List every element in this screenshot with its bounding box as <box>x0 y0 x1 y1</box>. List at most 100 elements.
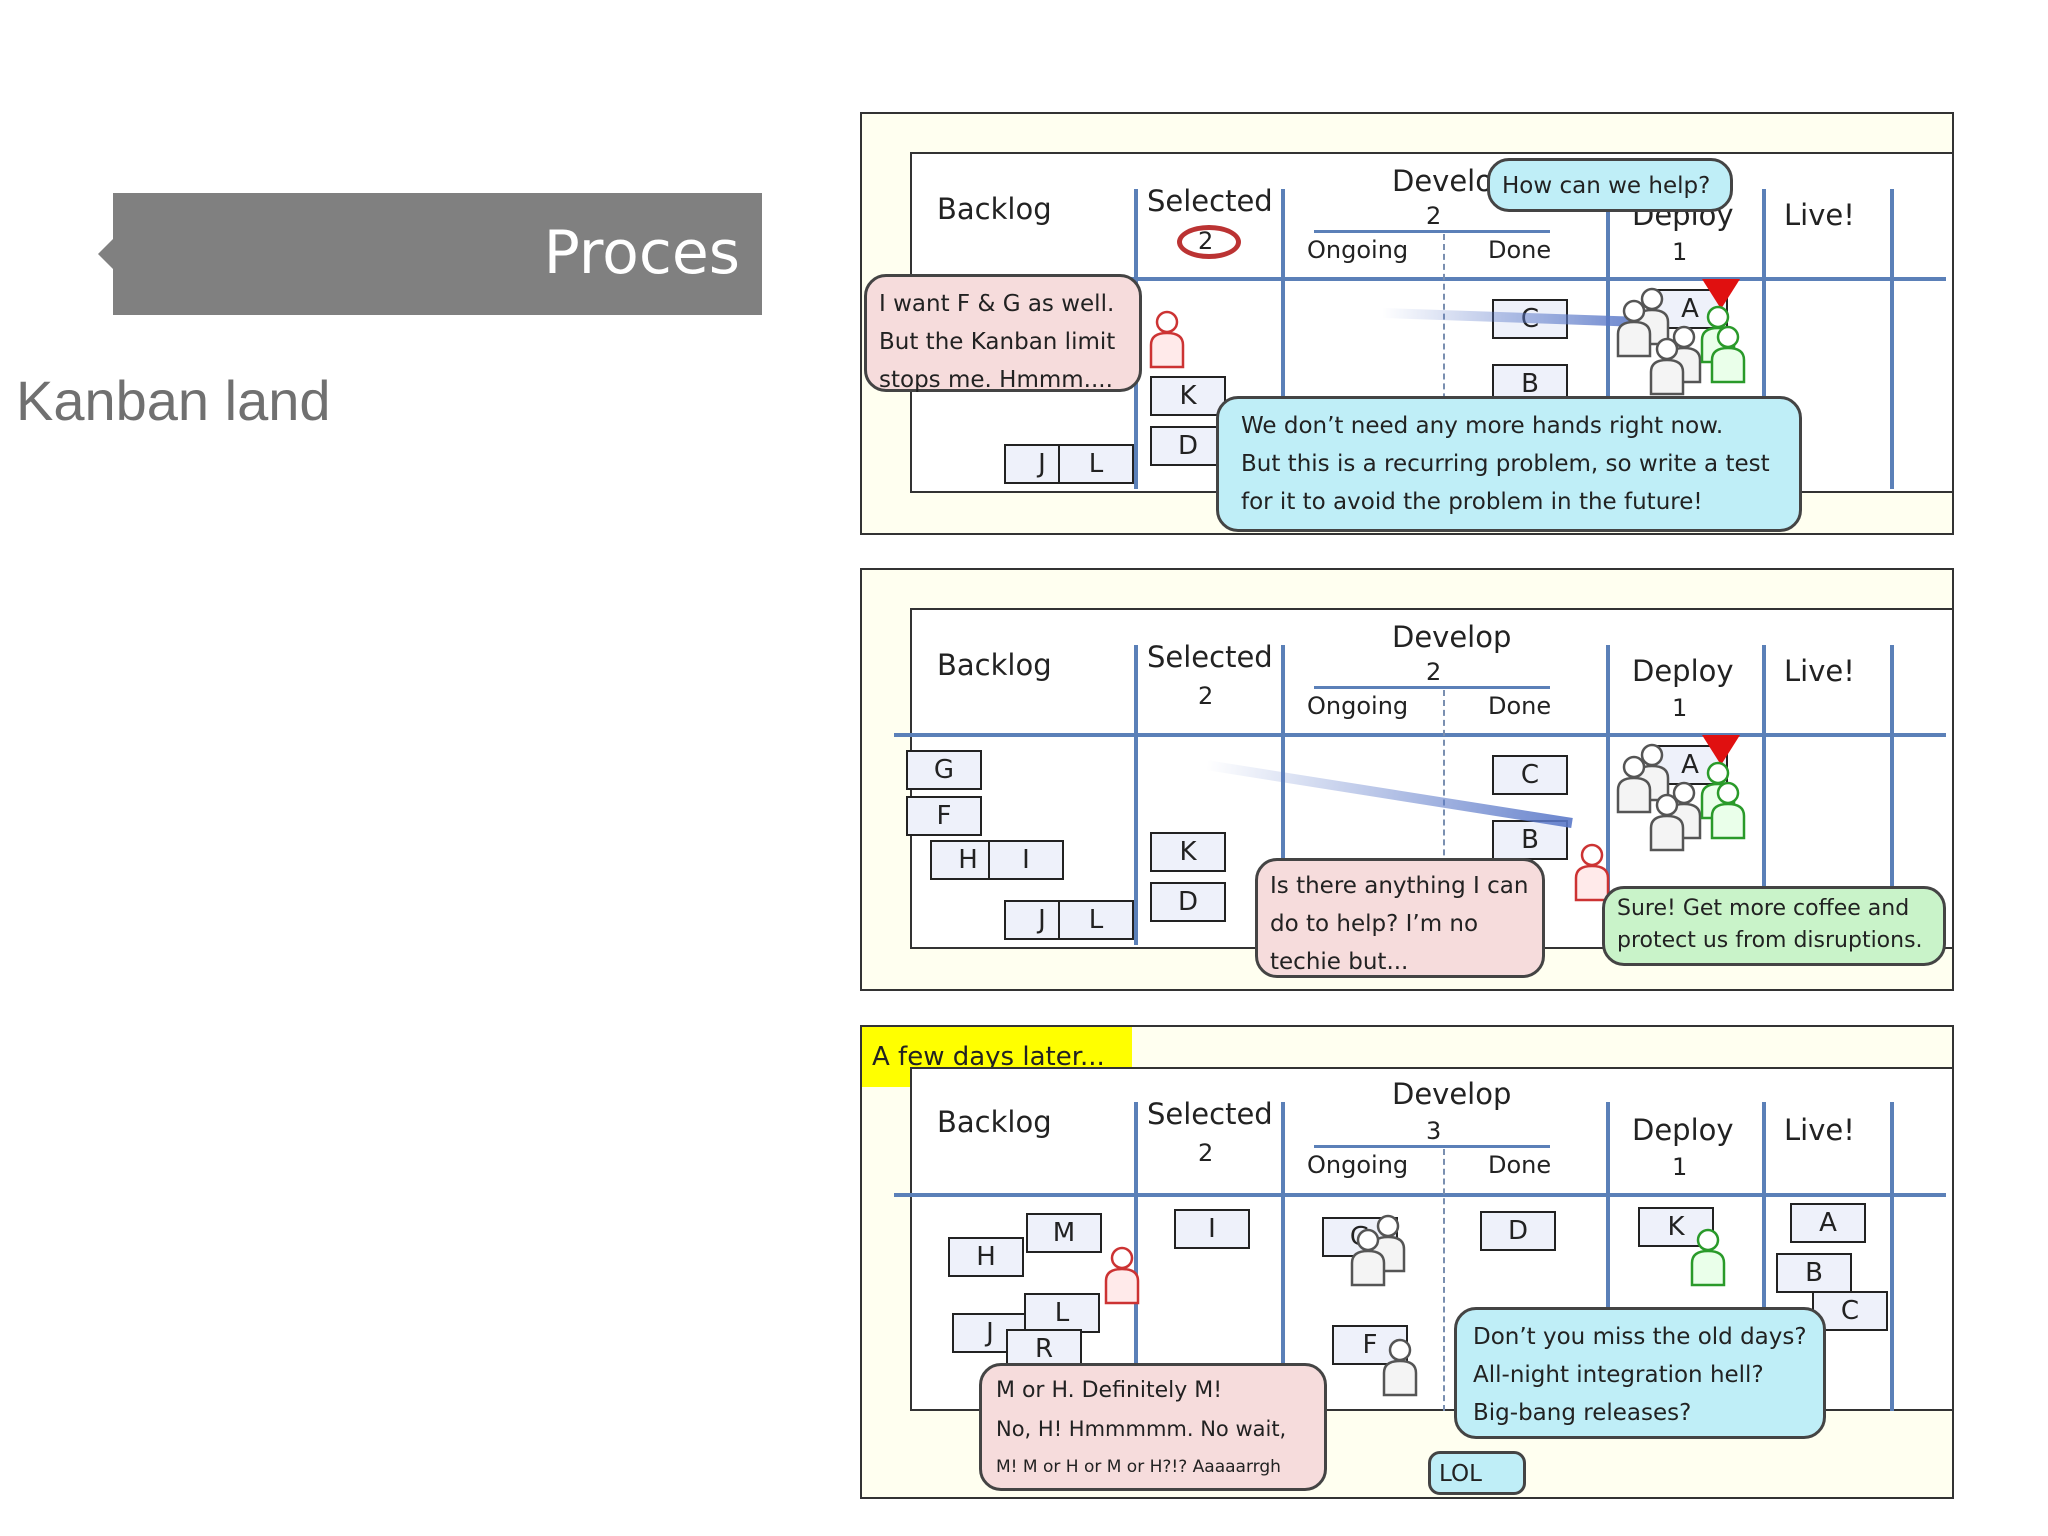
column-divider <box>1134 645 1138 945</box>
header-selected: Selected <box>1147 640 1273 674</box>
bubble-line: do to help? I’m no <box>1270 911 1479 937</box>
warning-icon <box>1702 735 1740 765</box>
comic-panel-3: A few days later... Backlog Selected 2 D… <box>860 1025 1954 1499</box>
header-develop: Develop <box>1392 1077 1512 1111</box>
header-develop: Develop <box>1392 620 1512 654</box>
ops-person-icon <box>1708 780 1748 840</box>
header-line <box>894 1193 1946 1197</box>
bubble-line: Big-bang releases? <box>1473 1400 1692 1426</box>
develop-limit: 3 <box>1426 1117 1442 1145</box>
bubble-line: All-night integration hell? <box>1473 1362 1764 1388</box>
header-ongoing: Ongoing <box>1307 236 1409 264</box>
ops-person-icon <box>1688 1227 1728 1287</box>
card-d: D <box>1150 426 1226 466</box>
ongoing-done-divider <box>1443 234 1445 489</box>
bubble-line: But the Kanban limit <box>879 329 1116 355</box>
bubble-line: How can we help? <box>1502 173 1711 199</box>
develop-subline <box>1314 686 1550 689</box>
deploy-limit: 1 <box>1672 238 1688 266</box>
bubble-line: protect us from disruptions. <box>1617 928 1923 953</box>
header-backlog: Backlog <box>937 648 1052 682</box>
bubble-line: M or H. Definitely M! <box>996 1378 1223 1403</box>
speech-bubble-team: Don’t you miss the old days? All-night i… <box>1454 1307 1826 1439</box>
comic-panel-2: Backlog Selected 2 Develop 2 Ongoing Don… <box>860 568 1954 991</box>
selected-limit: 2 <box>1198 682 1214 710</box>
card-f: F <box>906 796 982 836</box>
speech-bubble-po: M or H. Definitely M! No, H! Hmmmmm. No … <box>979 1363 1327 1491</box>
bubble-line: No, H! Hmmmmm. No wait, <box>996 1417 1287 1441</box>
selected-limit: 2 <box>1198 227 1214 255</box>
speech-bubble-team-answer: We don’t need any more hands right now. … <box>1216 396 1802 532</box>
card-c: C <box>1492 755 1568 795</box>
bubble-line: I want F & G as well. <box>879 291 1115 317</box>
limit-circle <box>1177 225 1241 259</box>
header-backlog: Backlog <box>937 192 1052 226</box>
speech-bubble-po: Is there anything I can do to help? I’m … <box>1255 858 1545 978</box>
bubble-line: Is there anything I can <box>1270 873 1529 899</box>
column-divider <box>1890 189 1894 489</box>
column-divider <box>1281 1102 1285 1411</box>
card-l: L <box>1058 444 1134 484</box>
header-done: Done <box>1488 692 1552 720</box>
header-deploy: Deploy <box>1632 654 1734 688</box>
column-divider <box>1762 645 1766 945</box>
develop-limit: 2 <box>1426 658 1442 686</box>
header-done: Done <box>1488 236 1552 264</box>
bubble-line: We don’t need any more hands right now. <box>1241 413 1724 439</box>
column-divider <box>1606 645 1610 945</box>
card-a: A <box>1790 1203 1866 1243</box>
header-deploy: Deploy <box>1632 1113 1734 1147</box>
header-line <box>894 277 1946 281</box>
developer-icon <box>1647 336 1687 396</box>
ops-person-icon <box>1708 324 1748 384</box>
bubble-line: stops me. Hmmm.... <box>879 367 1113 393</box>
develop-limit: 2 <box>1426 202 1442 230</box>
column-divider <box>1762 189 1766 489</box>
develop-subline <box>1314 230 1550 233</box>
bubble-line: for it to avoid the problem in the futur… <box>1241 489 1703 515</box>
warning-icon <box>1702 279 1740 309</box>
header-selected: Selected <box>1147 1097 1273 1131</box>
column-divider <box>1606 189 1610 489</box>
comic-panel-1: Backlog Selected 2 Develop 2 Ongoing Don… <box>860 112 1954 535</box>
develop-subline <box>1314 1145 1550 1148</box>
card-h: H <box>948 1237 1024 1277</box>
card-l: L <box>1024 1293 1100 1333</box>
card-b: B <box>1776 1253 1852 1293</box>
speech-bubble-lol: LOL <box>1428 1451 1526 1495</box>
bubble-line: Sure! Get more coffee and <box>1617 896 1910 921</box>
title-banner: Proces <box>98 193 762 315</box>
column-divider <box>1890 1102 1894 1411</box>
product-owner-icon <box>1147 309 1187 369</box>
card-d: D <box>1150 882 1226 922</box>
header-live: Live! <box>1784 1113 1855 1147</box>
bubble-line: LOL <box>1439 1461 1482 1487</box>
card-d: D <box>1480 1211 1556 1251</box>
deploy-limit: 1 <box>1672 694 1688 722</box>
card-b: B <box>1492 820 1568 860</box>
column-divider <box>1762 1102 1766 1411</box>
card-g: G <box>906 750 982 790</box>
bubble-line: But this is a recurring problem, so writ… <box>1241 451 1770 477</box>
column-divider <box>1134 1102 1138 1411</box>
selected-limit: 2 <box>1198 1139 1214 1167</box>
speech-bubble-po: I want F & G as well. But the Kanban lim… <box>864 274 1142 393</box>
column-divider <box>1606 1102 1610 1411</box>
column-divider <box>1890 645 1894 945</box>
slide-subtitle: Kanban land <box>16 369 331 432</box>
card-k: K <box>1150 832 1226 872</box>
slide-title: Proces <box>543 218 740 288</box>
column-divider <box>1281 645 1285 945</box>
deploy-limit: 1 <box>1672 1153 1688 1181</box>
header-live: Live! <box>1784 198 1855 232</box>
card-m: M <box>1026 1213 1102 1253</box>
product-owner-icon <box>1102 1245 1142 1305</box>
header-backlog: Backlog <box>937 1105 1052 1139</box>
column-divider <box>1281 189 1285 489</box>
card-l: L <box>1058 900 1134 940</box>
header-selected: Selected <box>1147 184 1273 218</box>
header-line <box>894 733 1946 737</box>
bubble-line: techie but... <box>1270 949 1409 975</box>
bubble-line: Don’t you miss the old days? <box>1473 1324 1807 1350</box>
developer-icon <box>1348 1227 1388 1287</box>
